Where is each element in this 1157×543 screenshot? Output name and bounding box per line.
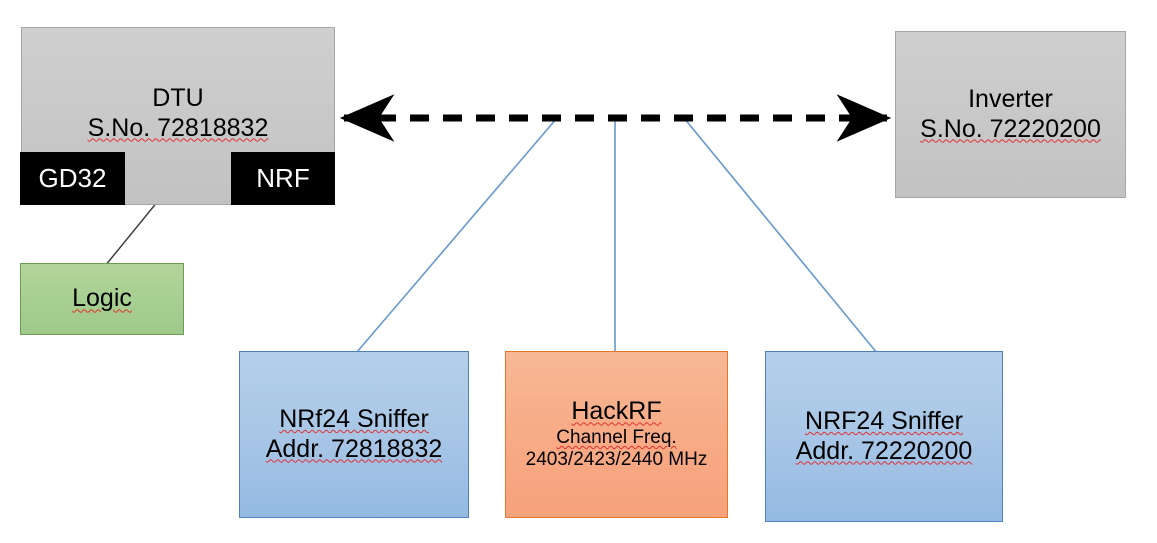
logic-node[interactable]: Logic [20,263,184,335]
gd32-label: GD32 [38,163,107,194]
sniffer-left-node[interactable]: NRf24 Sniffer Addr. 72818832 [239,351,469,518]
sniffer-left-tap-line [356,117,558,353]
hackrf-channel-label: Channel Freq. [556,426,677,448]
gd32-node[interactable]: GD32 [20,152,125,205]
inverter-serial-label: S.No. 72220200 [920,114,1101,143]
nrf-node[interactable]: NRF [231,152,335,205]
inverter-label: Inverter [968,85,1053,113]
sniffer-right-node[interactable]: NRF24 Sniffer Addr. 72220200 [765,351,1003,522]
dtu-serial-label: S.No. 72818832 [87,113,269,142]
sniffer-right-addr-label: Addr. 72220200 [795,436,973,465]
inverter-node[interactable]: Inverter S.No. 72220200 [895,31,1126,198]
dtu-label: DTU [152,84,204,112]
nrf-label: NRF [256,163,310,194]
sniffer-left-addr-label: Addr. 72818832 [265,434,443,463]
hackrf-node[interactable]: HackRF Channel Freq. 2403/2423/2440 MHz [505,351,728,518]
hackrf-freq-label: 2403/2423/2440 MHz [525,449,708,471]
sniffer-left-label: NRf24 Sniffer [279,405,429,433]
sniffer-right-tap-line [683,117,878,354]
sniffer-right-label: NRF24 Sniffer [805,407,963,435]
logic-label: Logic [72,284,132,313]
dtu-text-wrap: DTU S.No. 72818832 [22,84,334,143]
hackrf-label: HackRF [571,397,662,426]
